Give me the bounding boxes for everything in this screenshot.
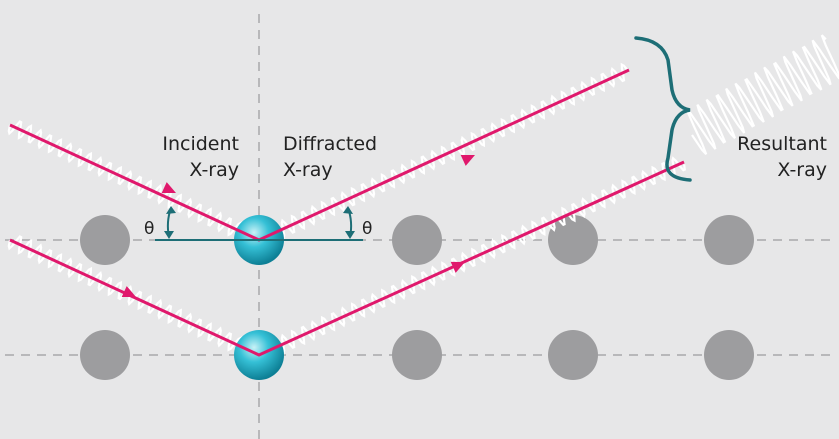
incident-label-line2: X-ray [189, 159, 239, 181]
ray-arrows [121, 154, 475, 297]
theta-label-left: θ [144, 219, 154, 239]
resultant-wave-path [686, 34, 839, 156]
arrow-incident-top [161, 182, 176, 193]
angle-markers [155, 206, 363, 241]
lattice-atoms [80, 215, 754, 380]
arrow-incident-bottom [121, 286, 136, 297]
resultant-wave [686, 34, 839, 156]
resultant-brace [634, 36, 692, 182]
atom [704, 215, 754, 265]
angle-arrow-right-up [343, 206, 353, 214]
atom [704, 330, 754, 380]
theta-label-right: θ [362, 219, 372, 239]
ray-bottom [9, 160, 685, 357]
arrow-diffracted-bottom [450, 261, 465, 273]
angle-arrow-left-up [166, 206, 176, 214]
atom [548, 330, 598, 380]
angle-arrow-left-down [164, 231, 174, 239]
atom [548, 215, 598, 265]
diffracted-label-line2: X-ray [283, 159, 333, 181]
angle-arrow-right-down [345, 231, 355, 239]
resultant-label-line2: X-ray [777, 159, 827, 181]
atom [80, 215, 130, 265]
arrow-diffracted-top [460, 154, 475, 166]
resultant-label-line1: Resultant [737, 133, 827, 155]
wave-diffracted-bottom [267, 156, 687, 359]
atom [392, 330, 442, 380]
incident-label-line1: Incident [162, 133, 239, 155]
atom [80, 330, 130, 380]
diffracted-label-line1: Diffracted [283, 133, 377, 155]
atom [392, 215, 442, 265]
